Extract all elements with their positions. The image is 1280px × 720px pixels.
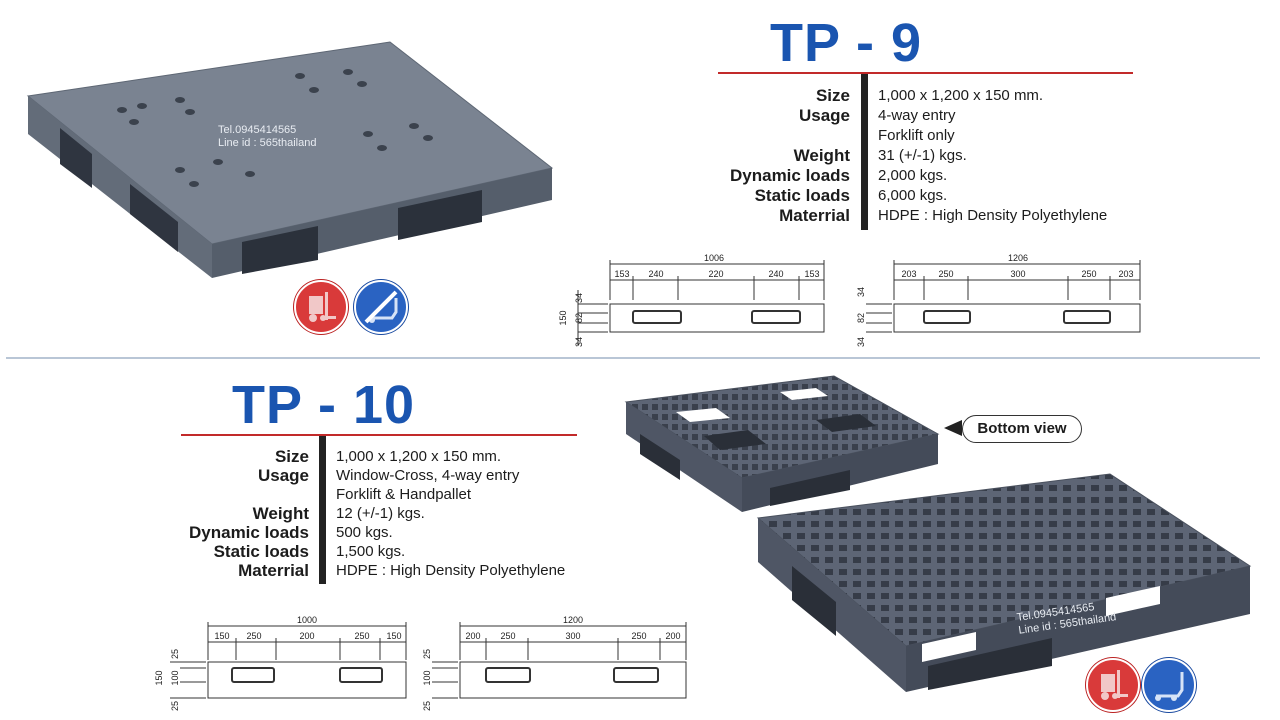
tp9-spec-label: Static loads bbox=[754, 186, 850, 205]
tp9-left-seg: 240 bbox=[768, 269, 783, 279]
tp9-pallet-image bbox=[26, 41, 554, 278]
tp10-left-seg: 150 bbox=[386, 631, 401, 641]
tp9-spec-value: Forklift only bbox=[878, 127, 955, 144]
tp9-right-seg: 203 bbox=[1118, 269, 1133, 279]
tp9-spec-value: 2,000 kgs. bbox=[878, 167, 948, 184]
tp9-spec-divider bbox=[861, 74, 868, 230]
tp9-spec-value: 31 (+/-1) kgs. bbox=[878, 147, 967, 164]
bottom-view-label: Bottom view bbox=[962, 415, 1082, 443]
tp10-spec-labels: Size Usage Weight Dynamic loads Static l… bbox=[100, 447, 309, 581]
tp9-right-height-bottom: 34 bbox=[856, 337, 866, 347]
tp10-spec-value: Window-Cross, 4-way entry bbox=[336, 467, 520, 484]
section-divider bbox=[6, 357, 1260, 359]
tp10-title: TP - 10 bbox=[232, 375, 416, 435]
tp9-watermark-tel: Tel.0945414565 bbox=[218, 124, 297, 136]
tp10-right-seg: 250 bbox=[500, 631, 515, 641]
tp9-spec-value: 1,000 x 1,200 x 150 mm. bbox=[878, 87, 1044, 104]
tp10-spec-label: Weight bbox=[252, 504, 309, 523]
tp10-spec-label: Static loads bbox=[213, 542, 309, 561]
tp9-dimension-drawing-left: 1006 153 240 220 240 153 34 150 82 34 bbox=[558, 253, 825, 347]
tp10-pallet-top-view-image bbox=[756, 473, 1252, 692]
tp9-right-height-top: 34 bbox=[856, 287, 866, 297]
tp9-left-height-bottom: 34 bbox=[574, 337, 584, 347]
tp10-spec-label: Materrial bbox=[238, 561, 309, 580]
tp9-spec-label: Dynamic loads bbox=[730, 166, 850, 185]
tp10-pallet-bottom-view-image bbox=[624, 375, 940, 512]
tp10-dimension-drawing-right: 1200 200 250 300 250 200 25 100 25 bbox=[422, 615, 687, 711]
tp10-spec-label: Size bbox=[274, 447, 309, 466]
tp9-spec-labels: Size Usage Weight Dynamic loads Static l… bbox=[640, 86, 850, 226]
tp9-right-seg: 250 bbox=[1081, 269, 1096, 279]
tp10-title-rule bbox=[181, 434, 577, 436]
tp10-left-height-total: 150 bbox=[154, 670, 164, 685]
tp10-left-height-top: 25 bbox=[170, 649, 180, 659]
handpallet-prohibited-icon bbox=[354, 280, 408, 334]
tp9-right-seg: 203 bbox=[901, 269, 916, 279]
tp9-left-overall: 1006 bbox=[704, 253, 724, 263]
tp9-right-seg: 300 bbox=[1010, 269, 1025, 279]
tp9-title-rule bbox=[718, 72, 1133, 74]
tp10-left-seg: 150 bbox=[214, 631, 229, 641]
tp10-left-seg: 250 bbox=[246, 631, 261, 641]
tp10-left-seg: 200 bbox=[299, 631, 314, 641]
tp9-left-height-top: 34 bbox=[574, 293, 584, 303]
tp9-spec-label: Weight bbox=[793, 146, 850, 165]
tp10-left-seg: 250 bbox=[354, 631, 369, 641]
tp9-spec-label: Usage bbox=[798, 106, 850, 125]
forklift-icon bbox=[294, 280, 348, 334]
tp10-left-height-mid: 100 bbox=[170, 670, 180, 685]
tp9-spec-label: Materrial bbox=[779, 206, 850, 225]
tp9-left-seg: 153 bbox=[804, 269, 819, 279]
tp9-spec-values: 1,000 x 1,200 x 150 mm. 4-way entry Fork… bbox=[878, 86, 1168, 226]
tp10-spec-value: 12 (+/-1) kgs. bbox=[336, 505, 425, 522]
tp9-right-overall: 1206 bbox=[1008, 253, 1028, 263]
tp10-spec-value: 1,000 x 1,200 x 150 mm. bbox=[336, 448, 502, 465]
tp10-right-seg: 200 bbox=[665, 631, 680, 641]
tp9-watermark: Tel.0945414565 Line id : 565thailand bbox=[218, 124, 316, 150]
tp10-right-seg: 200 bbox=[465, 631, 480, 641]
tp9-left-height-mid: 82 bbox=[574, 313, 584, 323]
tp10-spec-values: 1,000 x 1,200 x 150 mm. Window-Cross, 4-… bbox=[336, 447, 596, 581]
tp10-spec-value: HDPE : High Density Polyethylene bbox=[336, 562, 566, 579]
tp10-spec-value: 1,500 kgs. bbox=[336, 543, 406, 560]
tp9-dimension-drawing-right: 1206 203 250 300 250 203 34 82 34 bbox=[856, 253, 1141, 347]
handpallet-icon bbox=[1142, 658, 1196, 712]
tp10-right-height-mid: 100 bbox=[422, 670, 432, 685]
tp10-spec-label: Usage bbox=[257, 466, 309, 485]
tp9-spec-value: 6,000 kgs. bbox=[878, 187, 948, 204]
tp10-spec-value: 500 kgs. bbox=[336, 524, 393, 541]
tp9-right-seg: 250 bbox=[938, 269, 953, 279]
tp9-left-seg: 240 bbox=[648, 269, 663, 279]
tp9-right-height-mid: 82 bbox=[856, 313, 866, 323]
tp10-spec-divider bbox=[319, 436, 326, 584]
forklift-icon bbox=[1086, 658, 1140, 712]
tp10-right-seg: 300 bbox=[565, 631, 580, 641]
tp10-spec-value: Forklift & Handpallet bbox=[336, 486, 472, 503]
tp10-right-height-bottom: 25 bbox=[422, 701, 432, 711]
tp9-watermark-line: Line id : 565thailand bbox=[218, 137, 317, 149]
tp10-spec-label: Dynamic loads bbox=[189, 523, 309, 542]
bottom-view-arrow-icon bbox=[944, 420, 962, 436]
tp9-left-seg: 220 bbox=[708, 269, 723, 279]
tp9-left-seg: 153 bbox=[614, 269, 629, 279]
tp9-spec-value: HDPE : High Density Polyethylene bbox=[878, 207, 1108, 224]
tp10-right-height-top: 25 bbox=[422, 649, 432, 659]
tp9-title: TP - 9 bbox=[770, 13, 923, 73]
tp9-spec-value: 4-way entry bbox=[878, 107, 956, 124]
tp9-spec-label: Size bbox=[815, 86, 850, 105]
tp10-left-overall: 1000 bbox=[297, 615, 317, 625]
tp9-left-height-total: 150 bbox=[558, 310, 568, 325]
tp10-right-seg: 250 bbox=[631, 631, 646, 641]
tp10-right-overall: 1200 bbox=[563, 615, 583, 625]
tp10-left-height-bottom: 25 bbox=[170, 701, 180, 711]
tp10-dimension-drawing-left: 1000 150 250 200 250 150 25 150 100 25 bbox=[154, 615, 407, 711]
